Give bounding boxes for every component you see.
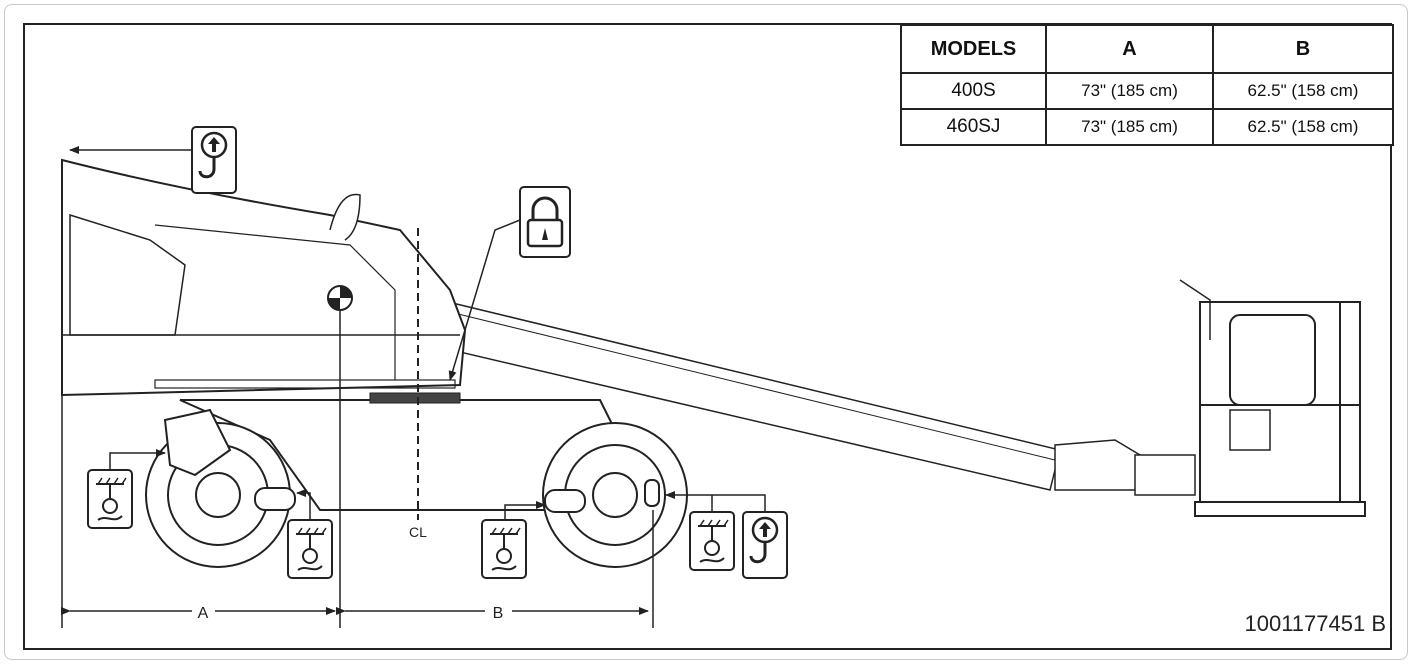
table-header-cell: A bbox=[1045, 24, 1214, 74]
table-row: 460SJ 73" (185 cm) 62.5" (158 cm) bbox=[900, 108, 1394, 146]
part-number: 1001177451 B bbox=[1244, 611, 1386, 636]
table-header-row: MODELS A B bbox=[900, 24, 1394, 74]
diagram-frame bbox=[23, 23, 1392, 650]
center-of-gravity-icon bbox=[327, 285, 353, 628]
centerline-label: CL bbox=[409, 524, 427, 540]
tie-down-icon bbox=[481, 519, 527, 579]
platform-basket bbox=[1179, 279, 1366, 517]
lift-point-icon bbox=[741, 510, 789, 580]
table-cell: 400S bbox=[900, 72, 1047, 110]
model-dimensions-table: MODELS A B 400S 73" (185 cm) 62.5" (158 … bbox=[900, 24, 1394, 146]
table-cell: 62.5" (158 cm) bbox=[1212, 72, 1394, 110]
pointer-lines bbox=[69, 146, 766, 520]
table-cell: 460SJ bbox=[900, 108, 1047, 146]
svg-text:B: B bbox=[493, 605, 504, 622]
tie-down-icon bbox=[87, 469, 133, 529]
svg-text:A: A bbox=[198, 605, 209, 622]
dimension-b-label: B bbox=[493, 605, 504, 622]
rear-tie-lug bbox=[163, 408, 232, 477]
padlock-icon bbox=[519, 186, 571, 258]
table-cell: 73" (185 cm) bbox=[1045, 108, 1214, 146]
table-row: 400S 73" (185 cm) 62.5" (158 cm) bbox=[900, 72, 1394, 110]
tie-down-icon bbox=[287, 519, 333, 579]
dimension-lines bbox=[61, 395, 654, 628]
table-cell: 73" (185 cm) bbox=[1045, 72, 1214, 110]
lift-point-icon bbox=[190, 125, 238, 195]
rear-axle-lug bbox=[254, 487, 296, 511]
front-lift-lug bbox=[644, 479, 660, 507]
table-header-cell: B bbox=[1212, 24, 1394, 74]
dimension-a-label: A bbox=[198, 605, 209, 622]
turntable bbox=[61, 158, 467, 404]
svg-text:CL: CL bbox=[409, 524, 427, 540]
outer-frame bbox=[4, 4, 1408, 660]
table-cell: 62.5" (158 cm) bbox=[1212, 108, 1394, 146]
tie-down-icon bbox=[689, 511, 735, 571]
table-header-cell: MODELS bbox=[900, 24, 1047, 74]
front-tie-lug bbox=[544, 489, 586, 513]
